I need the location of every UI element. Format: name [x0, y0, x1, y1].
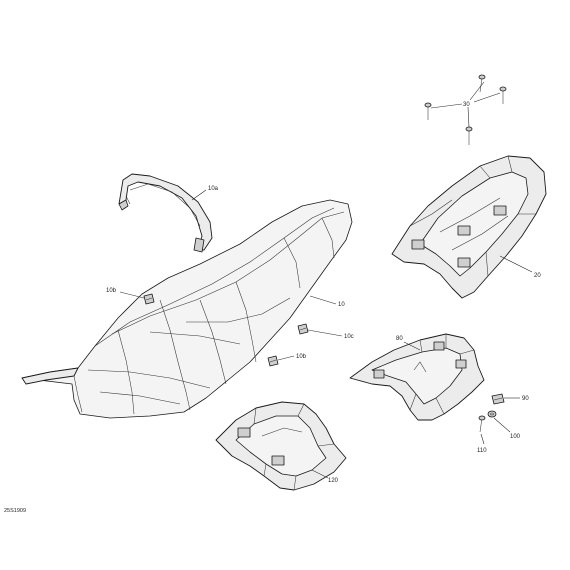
leader-10a: [191, 189, 207, 201]
mount-1: [411, 239, 425, 250]
seat-part-10[interactable]: [21, 199, 353, 419]
leader-120: [311, 469, 329, 479]
callout-10: 10: [338, 302, 345, 308]
rear-bracket-part-80[interactable]: [349, 333, 485, 421]
drawing-code: 25S1909: [4, 508, 26, 514]
callout-20: 20: [534, 273, 541, 279]
fastener-part-90[interactable]: [491, 393, 505, 405]
storage-tray-part-120[interactable]: [215, 401, 347, 491]
callout-10c: 10c: [344, 334, 354, 340]
clip-10b-upper[interactable]: [143, 293, 155, 305]
mount-120-b: [271, 455, 285, 466]
leader-10c: [307, 329, 343, 337]
leader-10b-upper: [119, 291, 145, 299]
mount-120-a: [237, 427, 251, 438]
bolt-top[interactable]: [478, 74, 486, 93]
callout-120: 120: [328, 478, 339, 484]
callout-10a: 10a: [208, 186, 219, 192]
bolt-right[interactable]: [499, 86, 507, 104]
leader-10: [309, 295, 337, 305]
leader-30: [430, 81, 501, 128]
callout-100: 100: [510, 434, 521, 440]
leader-20: [499, 255, 533, 273]
leader-10b-lower: [277, 355, 295, 361]
bolt-left[interactable]: [424, 102, 432, 120]
callout-80: 80: [396, 336, 403, 342]
callout-110: 110: [477, 448, 487, 454]
seat-strap-part-10a[interactable]: [118, 173, 213, 253]
mount-4: [457, 257, 471, 268]
mount-80-a: [433, 341, 445, 351]
callout-90: 90: [522, 396, 529, 402]
callout-30: 30: [463, 102, 470, 108]
mount-2: [457, 225, 471, 236]
leader-110: [480, 433, 485, 445]
leader-80: [403, 341, 421, 351]
screw-part-110[interactable]: [478, 415, 486, 433]
mount-80-b: [455, 359, 467, 369]
grab-handle-part-20[interactable]: [391, 155, 547, 299]
callout-10b-upper: 10b: [106, 288, 117, 294]
mount-80-c: [373, 369, 385, 379]
leader-100: [493, 417, 511, 433]
clip-10c[interactable]: [297, 323, 309, 335]
bolt-group-30: 30: [424, 74, 507, 145]
callout-10b-lower: 10b: [296, 354, 307, 360]
clip-10b-lower[interactable]: [267, 355, 279, 367]
bolt-bottom[interactable]: [465, 126, 473, 145]
nut-part-100[interactable]: [487, 410, 497, 418]
mount-3: [493, 205, 507, 216]
